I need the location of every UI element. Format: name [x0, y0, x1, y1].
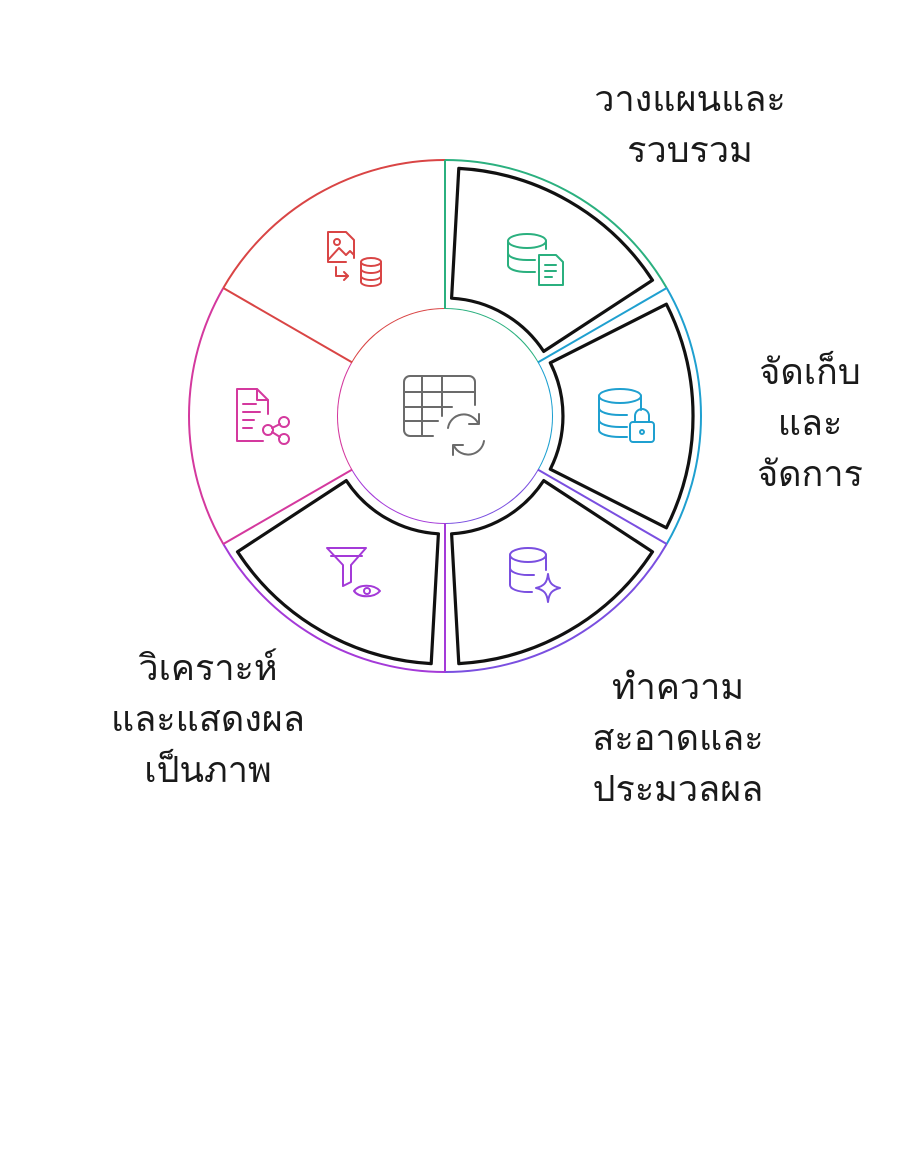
label-line: จัดเก็บ — [759, 352, 861, 393]
divider-share — [222, 468, 353, 545]
table-refresh-icon — [403, 375, 485, 456]
label-line: ประมวลผล — [592, 769, 764, 810]
database-document-icon — [507, 233, 564, 286]
divider-clean — [537, 468, 668, 545]
ring-arc-share — [188, 287, 225, 545]
ring-arc-analyze — [222, 543, 446, 673]
segment-card-analyze — [235, 479, 440, 666]
label-clean: ทำความ สะอาดและ ประมวลผล — [553, 662, 803, 815]
filter-eye-icon — [326, 547, 381, 598]
label-line: รวบรวม — [627, 130, 753, 171]
label-line: และ — [777, 403, 843, 444]
segment-card-clean — [450, 479, 655, 666]
database-sparkle-icon — [509, 547, 561, 603]
label-line: และแสดงผล — [111, 699, 305, 740]
label-line: ทำความ — [611, 667, 745, 708]
outer-ring — [188, 159, 702, 673]
document-share-icon — [236, 388, 290, 445]
divider-store — [537, 287, 668, 364]
label-line: วิเคราะห์ — [138, 648, 278, 689]
divider-migrate — [222, 287, 353, 364]
label-line: วางแผนและ — [594, 79, 786, 120]
ring-arc-plan — [444, 159, 668, 289]
center-circle — [338, 309, 552, 523]
ring-arc-store — [665, 287, 702, 545]
segment-card-plan — [450, 166, 655, 353]
ring-arc-clean — [444, 543, 668, 673]
label-store: จัดเก็บ และ จัดการ — [725, 347, 895, 500]
segment-cards — [235, 166, 695, 666]
label-plan: วางแผนและ รวบรวม — [560, 74, 820, 176]
label-line: สะอาดและ — [592, 718, 764, 759]
label-line: เป็นภาพ — [144, 750, 272, 791]
label-line: จัดการ — [757, 454, 863, 495]
image-to-database-icon — [327, 231, 382, 287]
label-analyze: วิเคราะห์ และแสดงผล เป็นภาพ — [78, 643, 338, 796]
segment-dividers — [222, 160, 668, 672]
ring-arc-migrate — [222, 159, 446, 289]
database-lock-icon — [598, 388, 655, 443]
